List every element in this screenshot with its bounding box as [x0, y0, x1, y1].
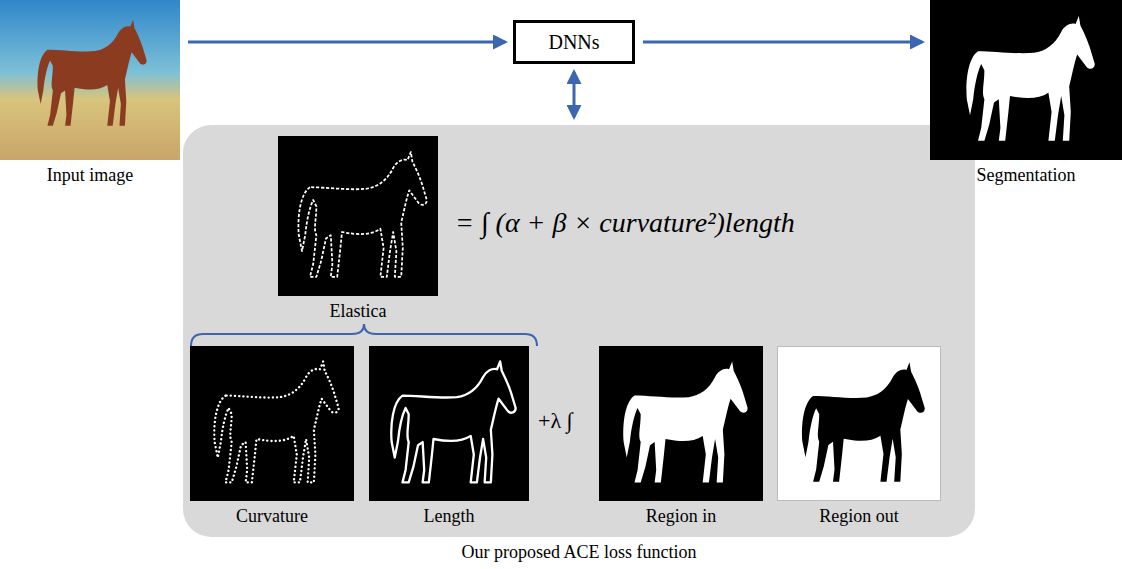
process-box: DNNs [513, 20, 635, 64]
box-label: DNNs [548, 31, 599, 54]
image-panel: Region out [777, 346, 941, 527]
horse-figure [190, 346, 354, 501]
image-ground [930, 0, 1122, 160]
image-ground [777, 346, 941, 501]
horse-figure [278, 136, 438, 296]
image-label: Curvature [190, 505, 354, 527]
horse-figure [778, 347, 940, 500]
image-label: Elastica [278, 300, 438, 322]
horse-figure [369, 346, 529, 501]
image-ground [0, 0, 180, 160]
panel-caption: Our proposed ACE loss function [183, 541, 975, 563]
image-ground [599, 346, 763, 501]
image-label: Region in [599, 505, 763, 527]
panel-ground [183, 125, 975, 537]
horse-figure [930, 0, 1122, 160]
image-ground [369, 346, 529, 501]
image-label: Length [369, 505, 529, 527]
horse-figure [599, 346, 763, 501]
flow-arrow [643, 41, 922, 44]
image-panel: Input image [0, 0, 180, 186]
image-panel: Length [369, 346, 529, 527]
image-panel: Segmentation [930, 0, 1122, 186]
loss-panel: Our proposed ACE loss functionElasticaCu… [183, 125, 975, 537]
image-label: Input image [0, 164, 180, 186]
flow-arrow [188, 41, 505, 44]
image-label: Region out [777, 505, 941, 527]
formula: = ∫ (α + β × curvature²)length [455, 207, 795, 239]
flow-arrow [573, 72, 576, 117]
image-panel: Curvature [190, 346, 354, 527]
image-panel: Region in [599, 346, 763, 527]
image-ground [190, 346, 354, 501]
curly-brace [191, 324, 537, 346]
image-label: Segmentation [930, 164, 1122, 186]
operator-label: +λ ∫ [538, 408, 573, 434]
image-panel: Elastica [278, 136, 438, 322]
image-ground [278, 136, 438, 296]
horse-figure [0, 0, 180, 160]
